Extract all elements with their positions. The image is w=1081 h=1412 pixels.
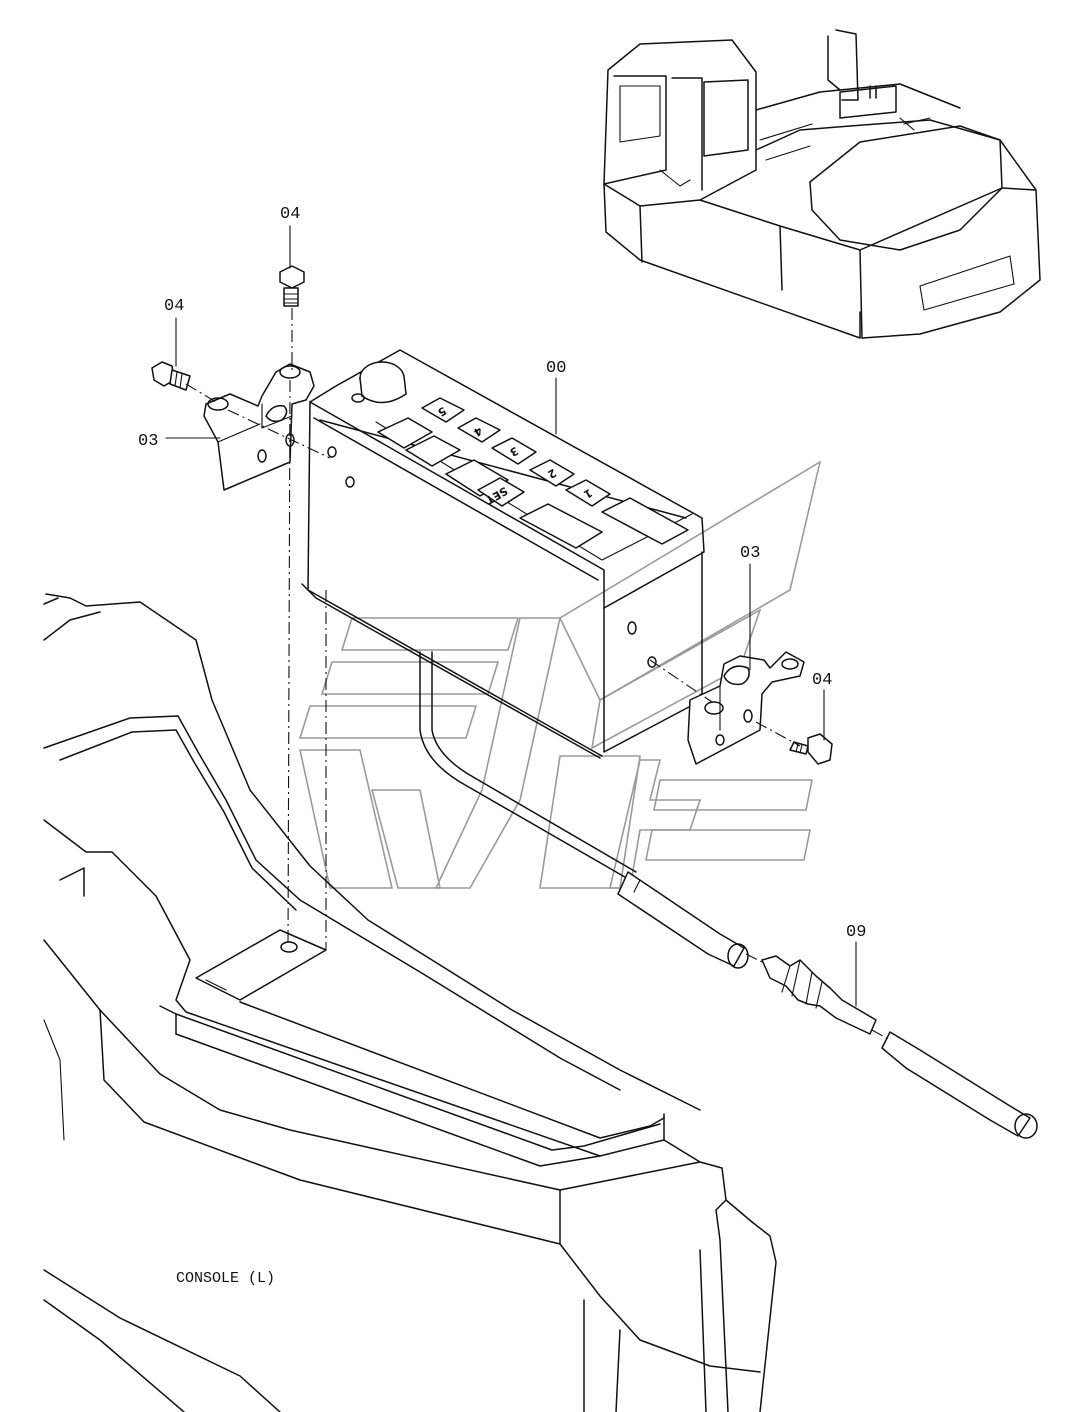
monitor-unit: 5 4 3 2 1 SET: [301, 349, 705, 759]
console-label: CONSOLE (L): [176, 1270, 275, 1287]
callout-leaders: [165, 225, 857, 1007]
callout-09: 09: [846, 923, 866, 942]
assembly-lines: [185, 308, 891, 1041]
bolt-left: [151, 361, 191, 391]
callout-04-right: 04: [812, 671, 832, 690]
callout-04-left: 04: [164, 297, 184, 316]
bolt-right: [789, 733, 833, 765]
callout-04-top: 04: [280, 205, 300, 224]
cable-09: [761, 955, 1038, 1139]
bracket-right: [687, 651, 805, 765]
bolt-top: [279, 265, 305, 307]
callout-03-left: 03: [138, 432, 158, 451]
callout-03-right: 03: [740, 544, 760, 563]
monitor-harness: [419, 651, 749, 969]
console-left: [43, 593, 777, 1412]
bracket-left: [203, 363, 315, 491]
callout-00: 00: [546, 359, 566, 378]
excavator-location-illustration: [603, 29, 1041, 339]
